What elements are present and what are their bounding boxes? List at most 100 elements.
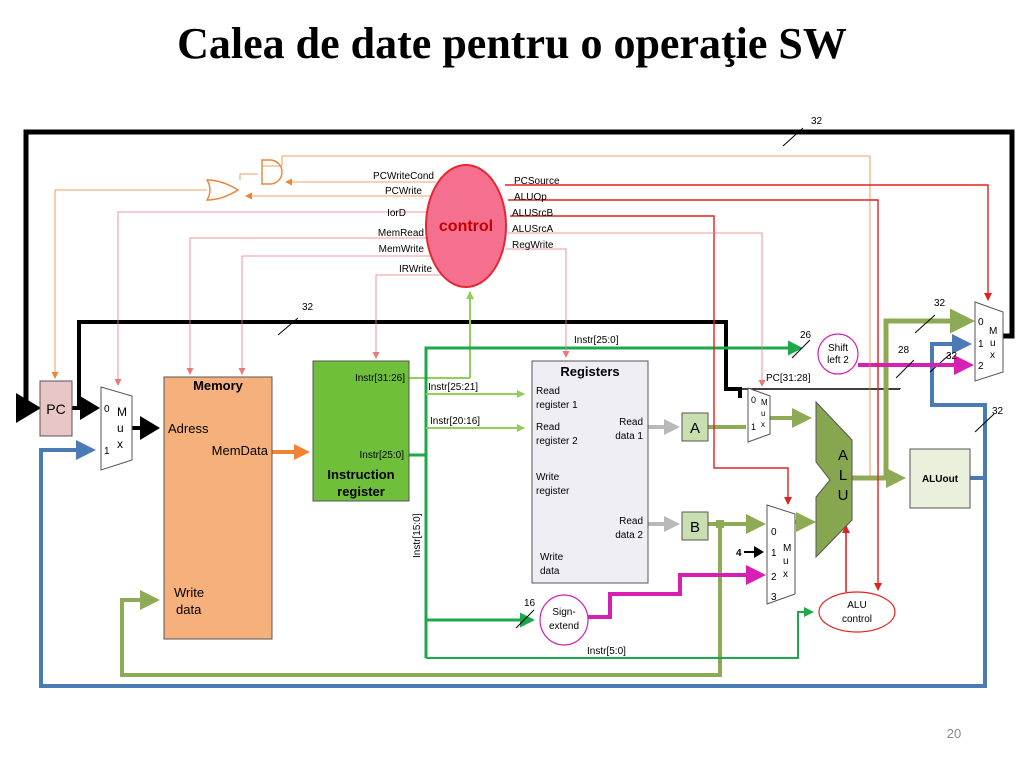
signal-aluop: ALUOp (514, 192, 547, 203)
sign-extend-line1: Sign- (552, 607, 575, 618)
read-register-1-line2: register 1 (536, 400, 578, 411)
write-data-line1: Write (540, 552, 564, 563)
memory-write-data-line1: Write (174, 585, 204, 600)
black-buses (16, 127, 1015, 440)
or-gate (205, 179, 240, 201)
bus-width-sign-in: 16 (524, 598, 536, 609)
instruction-register: Instr[31:26] Instr[25:0] Instruction reg… (312, 360, 410, 502)
pcsource-mux-m: M (989, 326, 997, 337)
signal-iord: IorD (387, 208, 406, 219)
control-unit: control (425, 164, 507, 288)
signal-alusrcb: ALUSrcB (512, 208, 553, 219)
pc-label: PC (46, 401, 65, 417)
alusrca-mux-u: u (761, 409, 765, 418)
address-mux-in1: 1 (104, 446, 110, 457)
address-mux-in0: 0 (104, 404, 110, 415)
aluout-register: ALUout (909, 448, 971, 509)
bus-width-shift-out: 28 (898, 345, 910, 356)
alu-control-line2: control (842, 614, 872, 625)
field-instr-25-0-top: Instr[25:0] (574, 335, 619, 346)
instruction-buses (409, 291, 814, 659)
alusrcb-mux: 0 1 2 3 M u x 4 (736, 504, 796, 605)
and-gate (261, 159, 283, 185)
gray-arrows (648, 419, 764, 558)
register-a-label: A (690, 420, 700, 437)
registers-title: Registers (560, 364, 619, 379)
memory-memdata-port: MemData (212, 443, 269, 458)
alusrca-mux-m: M (761, 398, 768, 407)
read-data-2-line1: Read (619, 516, 643, 527)
pc-register: PC (39, 380, 73, 437)
field-instr-20-16: Instr[20:16] (430, 416, 480, 427)
pcsource-mux-in1: 1 (978, 339, 984, 350)
shift-left-line1: Shift (828, 343, 848, 354)
read-data-1-line1: Read (619, 417, 643, 428)
alusrcb-mux-in2: 2 (771, 572, 777, 583)
pcsource-mux-in2: 2 (978, 361, 984, 372)
signal-pcsource: PCSource (514, 176, 560, 187)
read-data-1-line2: data 1 (615, 431, 643, 442)
bus-width-pcsrc-0: 32 (934, 298, 946, 309)
write-data-line2: data (540, 566, 560, 577)
alu-letter-a: A (838, 447, 848, 464)
ir-label-line2: register (337, 484, 385, 499)
pcsource-mux-x: x (990, 350, 995, 361)
signal-irwrite: IRWrite (399, 264, 432, 275)
alusrca-mux-in1: 1 (751, 422, 756, 432)
register-b: B (681, 511, 709, 541)
memory-address-port: Adress (168, 421, 209, 436)
ir-label-line1: Instruction (327, 467, 394, 482)
signal-pcwrite: PCWrite (385, 186, 422, 197)
bus-width-top: 32 (811, 116, 823, 127)
control-signal-lines (51, 155, 992, 592)
address-mux-m: M (117, 405, 127, 419)
control-label: control (439, 218, 493, 235)
control-signal-labels: PCWriteCond PCWrite IorD MemRead MemWrit… (373, 171, 560, 275)
bus-width-aluout-feedback: 32 (992, 406, 1004, 417)
alusrca-mux-x: x (761, 420, 765, 429)
alusrca-mux-in0: 0 (751, 395, 756, 405)
page-number: 20 (947, 726, 961, 741)
read-register-1-line1: Read (536, 386, 560, 397)
instruction-field-labels: Instr[25:21] Instr[20:16] Instr[25:0] In… (412, 335, 811, 657)
address-mux: 0 1 M u x (100, 386, 133, 471)
signal-pcwritecond: PCWriteCond (373, 171, 434, 182)
address-mux-u: u (117, 421, 124, 435)
pcsource-mux: 0 1 2 M u x (974, 301, 1004, 382)
alu-control-line1: ALU (847, 600, 866, 611)
field-pc-31-28: PC[31:28] (766, 373, 811, 384)
read-data-2-line2: data 2 (615, 530, 643, 541)
blue-buses (39, 334, 995, 688)
pcsource-mux-in0: 0 (978, 317, 984, 328)
pcsource-mux-u: u (990, 338, 996, 349)
bus-width-pc: 32 (302, 302, 314, 313)
register-file: Registers Read register 1 Read register … (531, 360, 649, 584)
sign-extend-line2: extend (549, 621, 579, 632)
alusrcb-mux-in0: 0 (771, 527, 777, 538)
bus-width-shift-in: 26 (800, 330, 812, 341)
field-instr-15-0: Instr[15:0] (412, 513, 423, 558)
field-instr-5-0: Instr[5:0] (587, 646, 626, 657)
signal-regwrite: RegWrite (512, 240, 554, 251)
signal-memwrite: MemWrite (379, 244, 425, 255)
address-mux-x: x (117, 437, 123, 451)
register-a: A (681, 412, 709, 442)
olive-buses (120, 308, 975, 677)
ir-out-25-0: Instr[25:0] (360, 450, 405, 461)
alusrcb-mux-m: M (783, 543, 791, 554)
alusrcb-mux-u: u (783, 556, 789, 567)
shift-left-line2: left 2 (827, 355, 849, 366)
signal-memread: MemRead (378, 228, 424, 239)
memory-write-data-line2: data (176, 602, 202, 617)
memory-title: Memory (193, 378, 244, 393)
read-register-2-line1: Read (536, 422, 560, 433)
bus-width-labels: 32 32 26 28 16 32 32 32 (302, 116, 1004, 609)
alu: A L U (815, 400, 853, 559)
write-register-line1: Write (536, 472, 560, 483)
slide-title: Calea de date pentru o operaţie SW (177, 19, 847, 68)
aluout-label: ALUout (922, 474, 959, 485)
ir-out-31-26: Instr[31:26] (355, 373, 405, 384)
alusrcb-mux-x: x (783, 569, 788, 580)
